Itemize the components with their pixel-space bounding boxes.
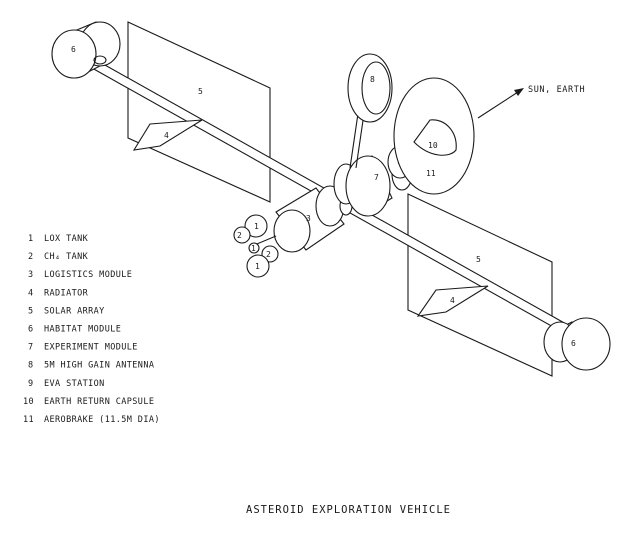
legend-item-number: 9 xyxy=(28,379,34,389)
radiator-left: 4 xyxy=(132,119,203,151)
legend-item-number: 4 xyxy=(28,288,34,298)
callout-aerobrake: 11 xyxy=(426,169,436,178)
legend-item: 5 SOLAR ARRAY xyxy=(28,306,105,316)
legend-item-label: CH₄ TANK xyxy=(44,252,89,262)
legend-item-number: 10 xyxy=(23,397,34,407)
callout-experiment: 7 xyxy=(374,173,379,182)
legend-item: 6 HABITAT MODULE xyxy=(28,325,121,335)
legend-item: 1 LOX TANK xyxy=(28,234,89,244)
radiator-right: 4 xyxy=(416,285,489,317)
habitat-module-right: 6 xyxy=(543,317,611,371)
callout-habitat-right: 6 xyxy=(571,339,576,348)
callout-antenna: 8 xyxy=(370,75,375,84)
callout-capsule: 10 xyxy=(428,141,438,150)
callout-lox-b: 1 xyxy=(251,244,256,253)
callout-solar-left: 5 xyxy=(198,87,203,96)
legend-item-label: EXPERIMENT MODULE xyxy=(44,343,138,353)
direction-label: SUN, EARTH xyxy=(528,85,585,95)
high-gain-antenna: 8 xyxy=(347,53,393,169)
legend-item-number: 5 xyxy=(28,306,34,316)
legend-item-label: EARTH RETURN CAPSULE xyxy=(44,397,154,407)
legend-item-label: RADIATOR xyxy=(44,288,89,298)
legend-item: 9 EVA STATION xyxy=(28,379,105,389)
propellant-tank-cluster: 1 2 2 1 1 xyxy=(233,214,279,278)
legend-item: 8 5M HIGH GAIN ANTENNA xyxy=(28,361,154,371)
legend-item: 4 RADIATOR xyxy=(28,288,89,298)
legend-item-number: 7 xyxy=(28,343,34,353)
callout-ch4-b: 2 xyxy=(266,250,271,259)
legend-item-label: 5M HIGH GAIN ANTENNA xyxy=(44,361,154,371)
legend-item: 10 EARTH RETURN CAPSULE xyxy=(23,397,154,407)
legend-item-number: 11 xyxy=(23,415,34,425)
callout-lox-c: 1 xyxy=(255,262,260,271)
legend-item: 2 CH₄ TANK xyxy=(28,252,89,262)
legend-item-label: HABITAT MODULE xyxy=(44,325,121,335)
legend-item-number: 3 xyxy=(28,270,34,280)
legend-item: 7 EXPERIMENT MODULE xyxy=(28,343,138,353)
habitat-module-left: 6 xyxy=(51,21,121,79)
solar-array-left: 5 xyxy=(127,21,271,203)
legend-item-number: 6 xyxy=(28,325,34,335)
callout-logistics: 3 xyxy=(306,214,311,223)
legend-item-label: LOGISTICS MODULE xyxy=(44,270,132,280)
legend-item: 3 LOGISTICS MODULE xyxy=(28,270,132,280)
diagram-title: ASTEROID EXPLORATION VEHICLE xyxy=(246,504,451,516)
legend-item-number: 1 xyxy=(28,234,34,244)
legend-item: 11 AEROBRAKE (11.5M DIA) xyxy=(23,415,160,425)
legend-item-label: LOX TANK xyxy=(44,234,89,244)
legend-item-number: 8 xyxy=(28,361,34,371)
callout-ch4-a: 2 xyxy=(237,231,242,240)
legend-item-label: EVA STATION xyxy=(44,379,105,389)
callout-radiator-right: 4 xyxy=(450,296,455,305)
component-legend: 1 LOX TANK 2 CH₄ TANK 3 LOGISTICS MODULE 4 RADI… xyxy=(23,234,160,425)
callout-radiator-left: 4 xyxy=(164,131,169,140)
sun-earth-direction-arrow: SUN, EARTH xyxy=(477,85,585,119)
callout-lox-a: 1 xyxy=(254,222,259,231)
callout-habitat-left: 6 xyxy=(71,45,76,54)
aerobrake: 10 11 xyxy=(393,77,475,195)
callout-solar-right: 5 xyxy=(476,255,481,264)
legend-item-number: 2 xyxy=(28,252,34,262)
legend-item-label: AEROBRAKE (11.5M DIA) xyxy=(44,415,160,425)
legend-item-label: SOLAR ARRAY xyxy=(44,306,105,316)
